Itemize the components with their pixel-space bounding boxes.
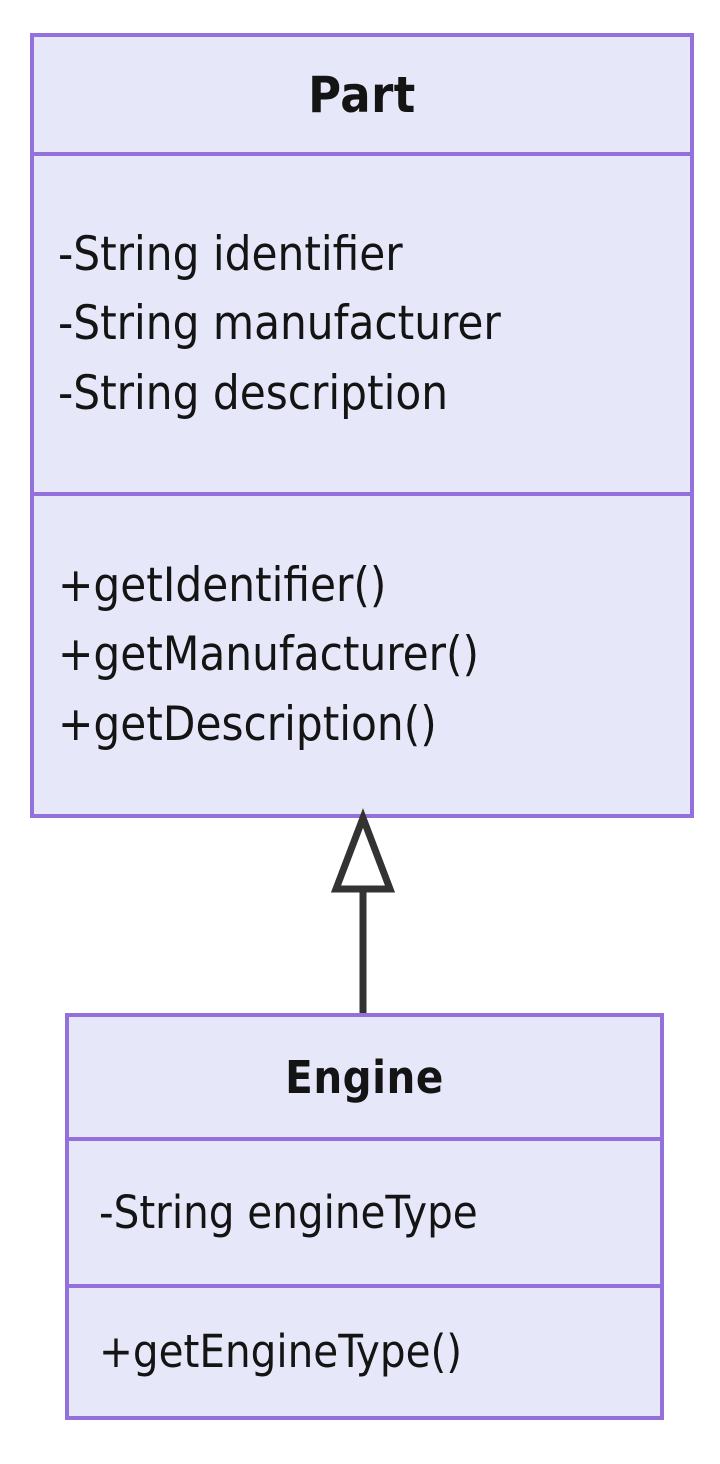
uml-method-row: +getIdentifier() — [58, 557, 387, 613]
uml-class-engine-name-compartment: Engine — [69, 1017, 660, 1137]
uml-class-engine-methods-compartment: +getEngineType() — [69, 1284, 660, 1416]
uml-attribute-row: -String description — [58, 365, 448, 421]
uml-class-engine[interactable]: Engine -String engineType +getEngineType… — [65, 1013, 664, 1420]
uml-method-row: +getManufacturer() — [58, 627, 480, 683]
uml-class-part[interactable]: Part -String identifier -String manufact… — [30, 33, 694, 818]
uml-method-row: +getEngineType() — [99, 1325, 463, 1379]
uml-class-part-title: Part — [308, 65, 416, 124]
uml-class-part-name-compartment: Part — [34, 37, 690, 152]
uml-class-part-attributes-compartment: -String identifier -String manufacturer … — [34, 152, 690, 492]
uml-class-engine-title: Engine — [285, 1050, 444, 1104]
uml-attribute-row: -String engineType — [99, 1185, 478, 1239]
uml-attribute-row: -String manufacturer — [58, 296, 501, 352]
uml-class-part-methods-compartment: +getIdentifier() +getManufacturer() +get… — [34, 492, 690, 814]
generalization-hollow-triangle-icon — [330, 808, 396, 893]
uml-class-engine-attributes-compartment: -String engineType — [69, 1137, 660, 1284]
uml-attribute-row: -String identifier — [58, 226, 403, 282]
uml-method-row: +getDescription() — [58, 696, 437, 752]
